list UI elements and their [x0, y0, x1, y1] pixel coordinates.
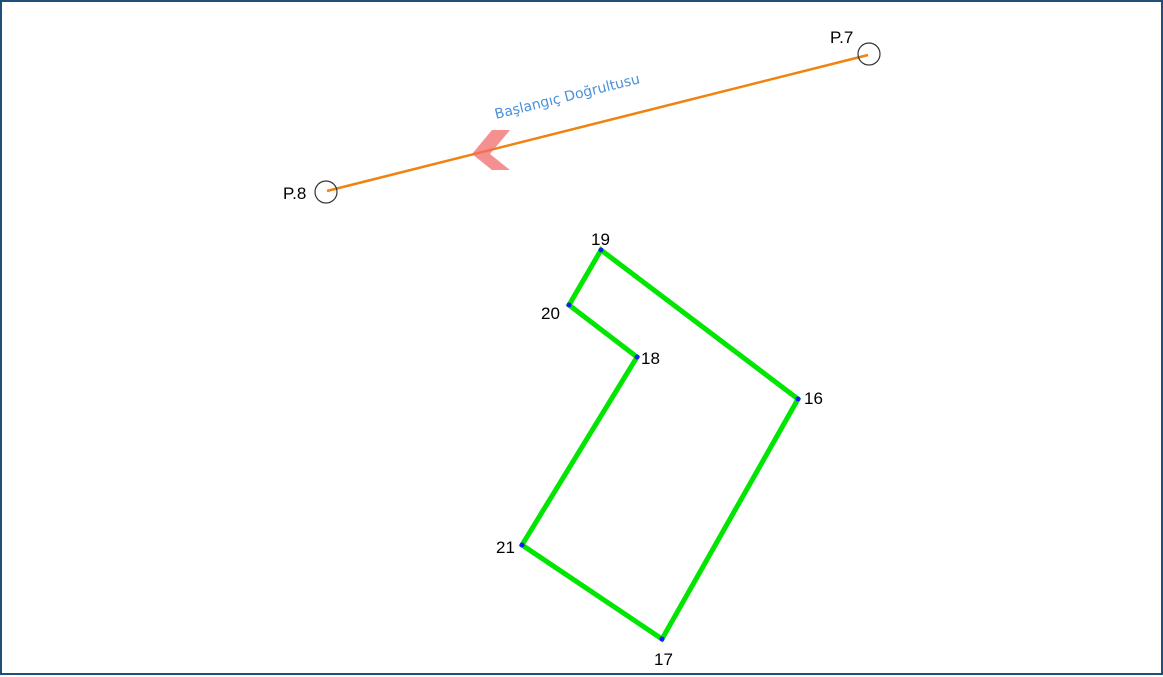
vertex-16-label: 16 [804, 389, 823, 408]
vertex-18-label: 18 [641, 349, 660, 368]
vertex-19-label: 19 [591, 230, 610, 249]
station-p7-label: P.7 [830, 28, 853, 47]
vertex-21-label: 21 [496, 538, 515, 557]
vertex-17-label: 17 [654, 650, 673, 669]
reference-line [326, 53, 869, 193]
vertex-20-marker [566, 302, 572, 308]
vertex-19-marker [598, 247, 604, 253]
vertex-21-marker [519, 542, 525, 548]
direction-label: Başlangıç Doğrultusu [493, 71, 641, 123]
direction-arrow-icon [472, 130, 510, 170]
station-p8-label: P.8 [283, 184, 306, 203]
vertex-18-marker [634, 354, 640, 360]
station-p8-marker [314, 180, 338, 204]
vertex-17-marker [659, 636, 665, 642]
vertex-20-label: 20 [541, 304, 560, 323]
station-p7-marker [857, 42, 881, 66]
parcel-boundary [518, 246, 802, 643]
vertex-16-marker [795, 396, 801, 402]
